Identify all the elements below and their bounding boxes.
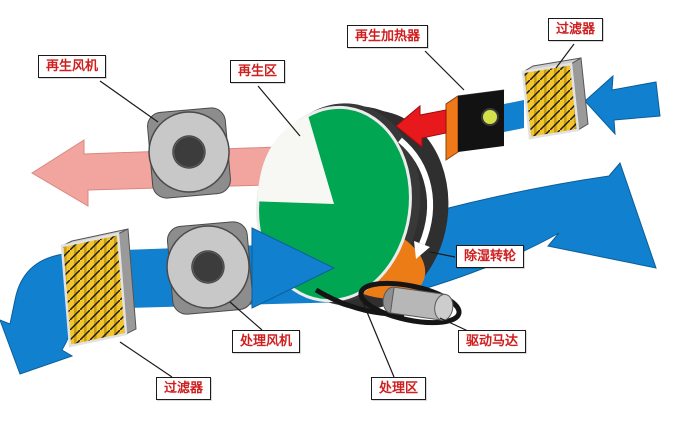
dry-air-outlet-arrow — [382, 162, 657, 301]
regen-heater — [445, 89, 505, 161]
heater-indicator-light — [481, 108, 499, 126]
label-regen-fan: 再生风机 — [38, 55, 107, 78]
regeneration-sector-wedge — [257, 115, 334, 204]
regen-air-inlet-arrow — [584, 74, 661, 136]
process-fan — [166, 221, 254, 315]
label-regen-heater: 再生加热器 — [347, 25, 429, 48]
drive-motor — [382, 286, 454, 321]
filter-bottom — [60, 228, 137, 348]
label-process-fan: 处理风机 — [232, 330, 301, 353]
process-air-into-wheel-arrow — [251, 227, 336, 309]
label-process-zone: 处理区 — [371, 377, 427, 400]
filter-top — [521, 57, 589, 140]
hot-air-arrow — [395, 104, 447, 149]
label-regen-zone: 再生区 — [230, 60, 286, 83]
leader-lines — [99, 43, 575, 378]
rotation-arrow — [398, 137, 434, 259]
process-air-inlet-arrow — [0, 253, 74, 375]
label-drive-motor: 驱动马达 — [458, 330, 527, 353]
label-desiccant-wheel: 除湿转轮 — [456, 245, 525, 268]
label-filter-top: 过滤器 — [548, 18, 604, 41]
regen-fan — [147, 107, 231, 199]
label-filter-bottom: 过滤器 — [156, 377, 212, 400]
regen-duct-segment — [504, 100, 524, 132]
